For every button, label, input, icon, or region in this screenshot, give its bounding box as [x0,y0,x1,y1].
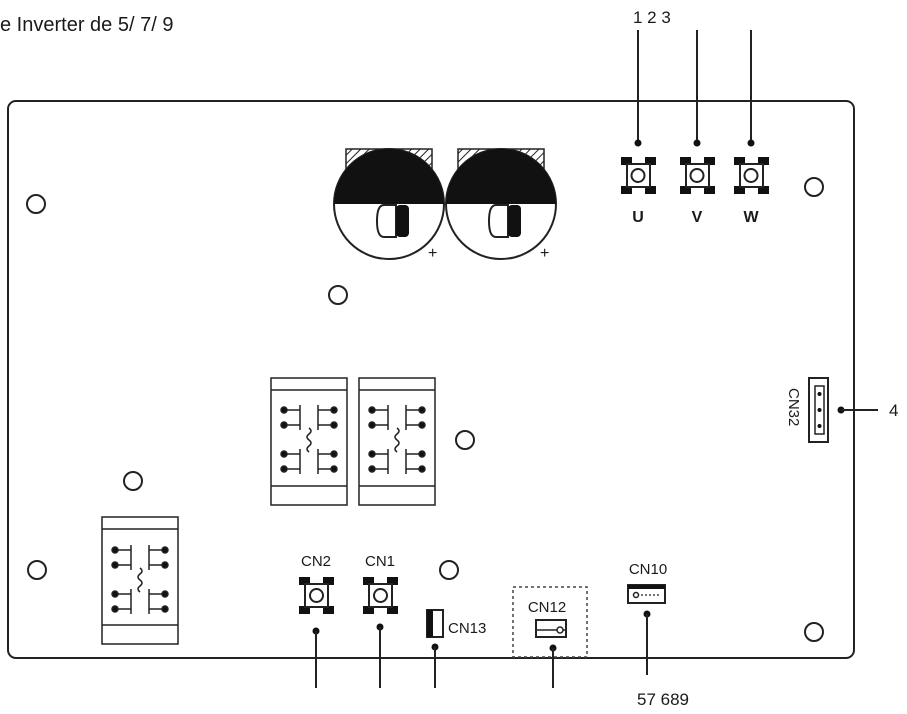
cn10-connector: CN10 [627,561,667,675]
callout-5-7-6-8-9: 57 689 [637,690,689,709]
mounting-hole [439,560,459,580]
callout-1-2-3: 1 2 3 [633,8,671,27]
callout-4: 4 [889,401,898,420]
mounting-hole [123,471,143,491]
capacitor-1: + [333,148,445,262]
terminal-u-label: U [632,209,644,226]
transformer-module-3 [101,516,179,645]
cn2-label: CN2 [301,553,331,570]
terminal-v-label: V [692,209,703,226]
mounting-hole [455,430,475,450]
cn2-connector: CN2 [299,553,334,688]
terminal-v: V [680,30,715,226]
terminal-w-label: W [743,209,759,226]
terminal-u: U [621,30,656,226]
cn13-label: CN13 [448,620,486,637]
transformer-module-1 [270,377,348,506]
terminal-w: W [734,30,769,226]
transformer-module-2 [358,377,436,506]
capacitor-1-polarity: + [428,245,437,262]
mounting-hole [804,622,824,642]
mounting-hole [328,285,348,305]
capacitor-2: + [445,148,557,262]
cn32-label: CN32 [785,388,802,426]
mounting-hole [26,194,46,214]
cn12-label: CN12 [528,599,566,616]
cn12-connector: CN12 [512,586,588,688]
capacitor-2-polarity: + [540,245,549,262]
mounting-hole [804,177,824,197]
mounting-hole [27,560,47,580]
cn1-connector: CN1 [363,553,398,688]
cn32-connector: CN32 [785,377,878,443]
cn10-label: CN10 [629,561,667,578]
cn1-label: CN1 [365,553,395,570]
cn13-connector: CN13 [426,609,486,688]
mounting-holes [26,177,824,642]
diagram-title: e Inverter de 5/ 7/ 9 [0,14,174,36]
